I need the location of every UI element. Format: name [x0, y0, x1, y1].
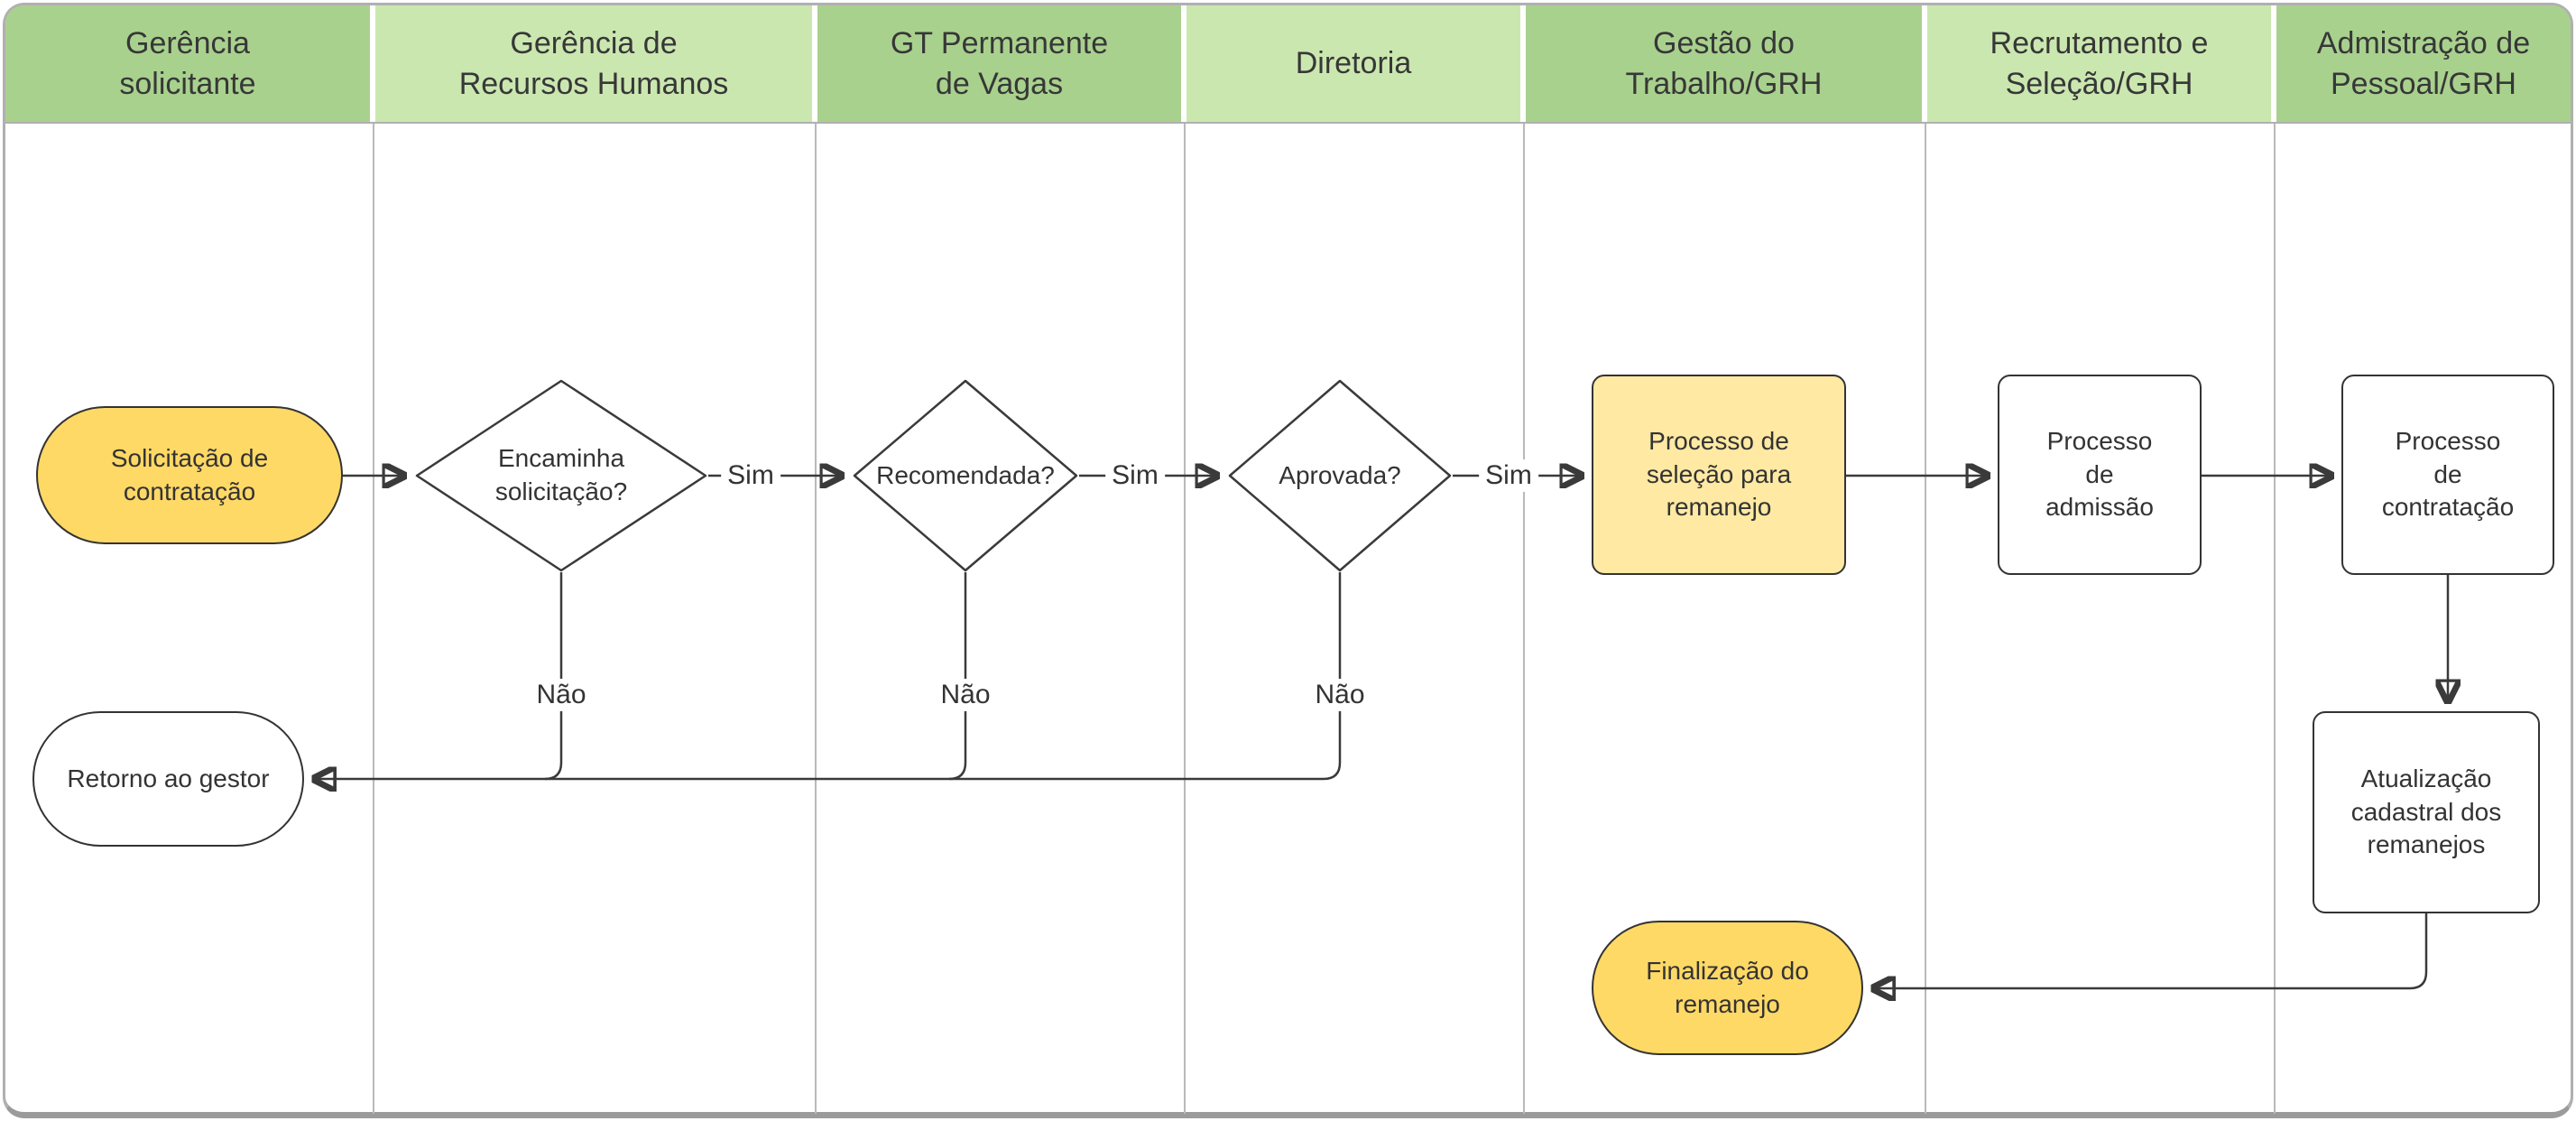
edge-d2-nao-join [948, 572, 967, 781]
edge-atualizacao-to-finalizacao [1873, 913, 2428, 988]
diamond-shape [853, 379, 1078, 572]
lane-separator [1523, 124, 1525, 1114]
lane-title: Diretoria [1295, 46, 1412, 81]
lane-separator [1184, 124, 1186, 1114]
lane-header-recursos-humanos: Gerência de Recursos Humanos [375, 5, 812, 122]
lane-title: Gerência solicitante [119, 26, 256, 101]
node-label: Aprovada? [1279, 460, 1401, 489]
lane-header-gestao-trabalho: Gestão do Trabalho/GRH [1526, 5, 1922, 122]
node-processo-selecao-remanejo: Processo de seleção para remanejo [1592, 375, 1846, 575]
edge-label-sim: Sim [1105, 459, 1165, 492]
lane-title: Gestão do Trabalho/GRH [1625, 26, 1823, 101]
lane-title: Recrutamento e Seleção/GRH [1990, 26, 2209, 101]
lane-header-gerencia-solicitante: Gerência solicitante [5, 5, 370, 122]
lane-separator [815, 124, 817, 1114]
node-solicitacao-contratacao: Solicitação de contratação [36, 406, 343, 544]
node-processo-contratacao: Processo de contratação [2341, 375, 2554, 575]
lane-separator [373, 124, 374, 1114]
edge-label-sim: Sim [721, 459, 780, 492]
edge-label-sim: Sim [1479, 459, 1538, 492]
lane-header-admistracao-pessoal: Admistração de Pessoal/GRH [2276, 5, 2571, 122]
lane-separator [1925, 124, 1926, 1114]
node-label: Recomendada? [876, 460, 1055, 489]
node-label: Retorno ao gestor [67, 764, 270, 792]
node-label: Processo de admissão [2045, 426, 2154, 522]
node-label: Finalização do remanejo [1646, 956, 1809, 1018]
node-label: Atualização cadastral dos remanejos [2350, 764, 2502, 859]
node-finalizacao-remanejo: Finalização do remanejo [1592, 921, 1863, 1055]
node-retorno-ao-gestor: Retorno ao gestor [32, 711, 304, 847]
edge-d3-nao-to-retorno [314, 572, 1342, 779]
edge-label-nao: Não [1308, 679, 1371, 711]
edge-label-nao: Não [934, 679, 997, 711]
node-atualizacao-cadastral: Atualização cadastral dos remanejos [2313, 711, 2540, 913]
diamond-shape [415, 379, 707, 572]
node-label: Processo de seleção para remanejo [1646, 426, 1792, 522]
edge-d1-nao-join [544, 572, 563, 781]
header-divider [5, 122, 2571, 124]
node-decision-encaminha: Encaminha solicitação? [414, 379, 708, 572]
lane-header-gt-permanente: GT Permanente de Vagas [817, 5, 1181, 122]
lane-title: Gerência de Recursos Humanos [458, 26, 729, 101]
node-label: Processo de contratação [2381, 426, 2515, 522]
lane-separator [2274, 124, 2276, 1114]
lane-title: GT Permanente de Vagas [890, 26, 1109, 101]
diamond-shape [1228, 379, 1452, 572]
lane-title: Admistração de Pessoal/GRH [2316, 26, 2531, 101]
node-decision-recomendada: Recomendada? [852, 379, 1079, 572]
lane-header-diretoria: Diretoria [1186, 5, 1520, 122]
edge-label-nao: Não [530, 679, 593, 711]
node-label: Solicitação de contratação [110, 443, 269, 505]
lane-header-recrutamento: Recrutamento e Seleção/GRH [1927, 5, 2271, 122]
node-label: Encaminha solicitação? [494, 444, 628, 505]
node-processo-admissao: Processo de admissão [1998, 375, 2202, 575]
node-decision-aprovada: Aprovada? [1227, 379, 1453, 572]
